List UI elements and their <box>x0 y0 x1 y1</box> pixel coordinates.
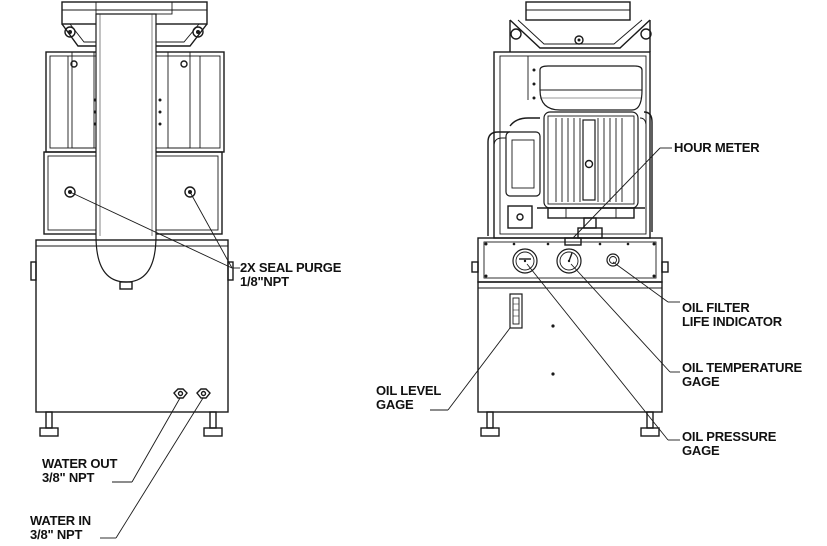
callout-oil-pressure-line1: OIL PRESSURE <box>682 429 777 444</box>
callout-water-out-line2: 3/8" NPT <box>42 470 95 485</box>
callout-oil-filter-line2: LIFE INDICATOR <box>682 314 782 329</box>
callout-water-out-line1: WATER OUT <box>42 456 118 471</box>
leader-seal-purge-1 <box>69 191 233 269</box>
callout-oil-level: OIL LEVEL GAGE <box>376 384 441 412</box>
filter-canister <box>505 131 541 229</box>
front-view-reservoir <box>477 281 663 437</box>
side-view <box>30 1 234 437</box>
callout-water-in-line1: WATER IN <box>30 513 91 528</box>
side-view-reservoir <box>30 239 234 437</box>
callout-oil-temperature-line2: GAGE <box>682 374 720 389</box>
oil-temperature-gauge <box>556 248 582 274</box>
leader-oil-temperature <box>570 263 671 373</box>
gauge-panel <box>471 237 669 283</box>
callout-water-out: WATER OUT 3/8" NPT <box>42 457 117 485</box>
hydraulic-piping <box>487 111 653 236</box>
front-view <box>471 1 669 437</box>
leader-oil-pressure <box>526 263 669 441</box>
callout-oil-pressure-line2: GAGE <box>682 443 720 458</box>
callout-hour-meter-line1: HOUR METER <box>674 140 760 155</box>
callout-hour-meter: HOUR METER <box>674 140 760 155</box>
sight-level-gauge <box>509 293 523 329</box>
callout-water-in: WATER IN 3/8" NPT <box>30 514 91 542</box>
accumulator <box>95 13 157 290</box>
leader-oil-level <box>447 327 511 411</box>
callout-seal-purge-line2: 1/8"NPT <box>240 274 289 289</box>
callout-oil-temperature-line1: OIL TEMPERATURE <box>682 360 803 375</box>
callout-oil-level-line2: GAGE <box>376 397 414 412</box>
leader-oil-filter <box>612 261 669 303</box>
leader-seal-purge-2 <box>189 191 233 269</box>
callout-oil-pressure: OIL PRESSURE GAGE <box>682 430 776 458</box>
callout-seal-purge-line1: 2X SEAL PURGE <box>240 260 342 275</box>
callout-oil-temperature: OIL TEMPERATURE GAGE <box>682 361 802 389</box>
callout-oil-level-line1: OIL LEVEL <box>376 383 442 398</box>
motor-cooling-fins <box>555 118 623 202</box>
callout-oil-filter: OIL FILTER LIFE INDICATOR <box>682 301 782 329</box>
callout-oil-filter-line1: OIL FILTER <box>682 300 750 315</box>
leader-water-in <box>115 397 204 539</box>
water-fittings <box>173 388 211 399</box>
electric-motor <box>537 65 645 239</box>
callout-seal-purge: 2X SEAL PURGE 1/8"NPT <box>240 261 341 289</box>
leader-lines <box>69 147 680 539</box>
callout-water-in-line2: 3/8" NPT <box>30 527 83 542</box>
filter-life-indicator <box>606 253 620 267</box>
front-view-top-bracket <box>509 1 652 52</box>
oil-pressure-gauge <box>512 248 538 274</box>
leader-water-out <box>131 397 181 483</box>
leader-hour-meter <box>572 147 661 239</box>
